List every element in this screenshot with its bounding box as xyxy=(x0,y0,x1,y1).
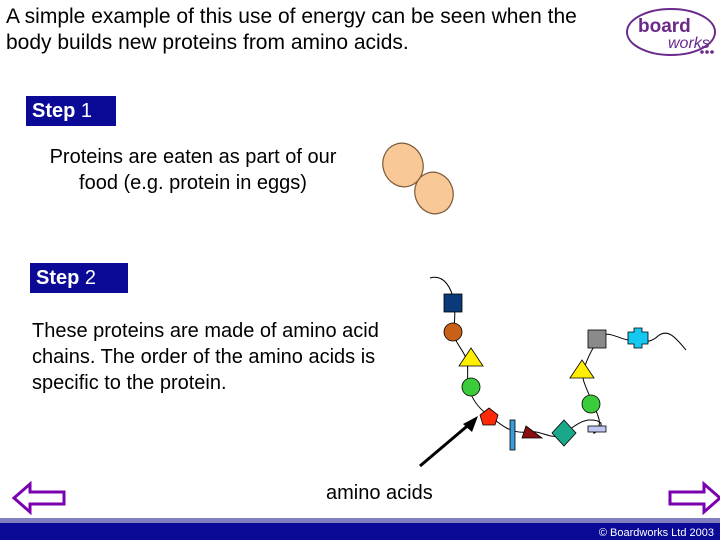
next-slide-button[interactable] xyxy=(666,480,720,516)
boardworks-logo: board works xyxy=(624,6,718,58)
amino-acid-circle-orange xyxy=(443,322,463,342)
amino-acid-circle-green-2 xyxy=(581,394,601,414)
amino-acid-bar-blue xyxy=(509,419,516,451)
egg-2 xyxy=(414,171,454,215)
pointer-arrow-head xyxy=(463,416,478,432)
amino-acid-cross-cyan xyxy=(627,327,649,349)
previous-slide-button[interactable] xyxy=(11,480,68,516)
right-arrow-icon xyxy=(668,480,720,516)
footer-bar xyxy=(0,523,720,540)
copyright-text: © Boardworks Ltd 2003 xyxy=(598,527,714,539)
amino-acids-label: amino acids xyxy=(326,482,433,504)
footer-divider xyxy=(0,518,720,523)
amino-acid-triangle-maroon xyxy=(521,425,544,439)
step-1-badge: Step 1 xyxy=(26,96,116,126)
svg-text:board: board xyxy=(638,16,691,37)
amino-acid-square-grey xyxy=(587,329,607,349)
amino-acid-square xyxy=(443,293,463,313)
pointer-arrow-line xyxy=(419,420,473,468)
intro-text: A simple example of this use of energy c… xyxy=(6,5,577,54)
eggs-illustration xyxy=(382,142,454,215)
svg-text:works: works xyxy=(668,35,710,52)
step-2-badge: Step 2 xyxy=(30,263,128,293)
amino-acid-triangle-yellow xyxy=(458,347,484,367)
egg-1 xyxy=(382,142,424,188)
left-arrow-icon xyxy=(11,480,66,516)
chain-line xyxy=(429,276,687,437)
amino-acid-diamond-teal xyxy=(551,419,577,447)
amino-acid-circle-green xyxy=(461,377,481,397)
amino-acid-triangle-yellow-2 xyxy=(569,359,595,379)
amino-acid-chain-diagram xyxy=(419,276,687,468)
step-1-text: Proteins are eaten as part of our food (… xyxy=(49,146,337,194)
amino-acid-rect-lavender xyxy=(587,425,607,433)
amino-acid-pentagon-red xyxy=(479,407,499,426)
step-2-text: These proteins are made of amino acid ch… xyxy=(32,320,379,394)
